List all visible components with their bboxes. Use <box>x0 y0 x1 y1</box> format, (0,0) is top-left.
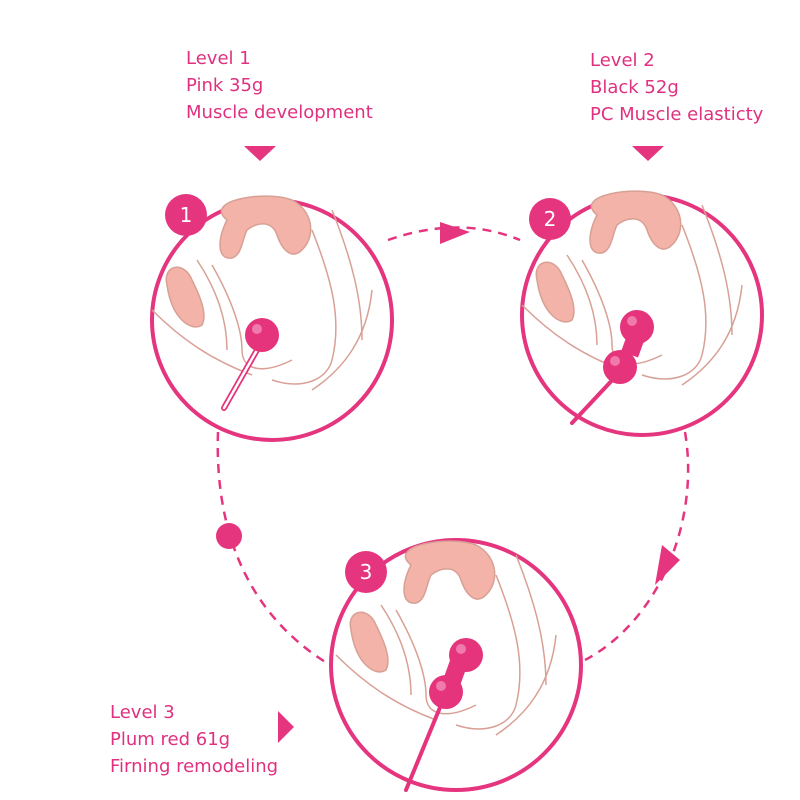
ball-string <box>570 373 619 425</box>
level-2-weight: Black 52g <box>590 77 679 98</box>
level-3-purpose: Firning remodeling <box>110 756 279 777</box>
level-3-illustration: 3 <box>329 538 583 792</box>
level-3-weight: Plum red 61g <box>110 729 231 750</box>
level-1-weight: Pink 35g <box>186 75 264 96</box>
connector-2-to-3 <box>584 431 690 662</box>
level-1-number: 1 <box>180 203 193 227</box>
level-2-pointer-icon <box>632 146 664 161</box>
level-2-number: 2 <box>544 207 557 231</box>
kegel-ball <box>245 318 279 352</box>
cycle-dot-icon <box>216 523 242 549</box>
level-1-illustration: 1 <box>150 194 394 442</box>
ball-string <box>404 703 443 792</box>
level-3-title: Level 3 <box>110 702 175 723</box>
level-2-label: Level 2 Black 52g PC Muscle elasticty <box>590 47 763 128</box>
level-2-illustration: 2 <box>520 190 764 437</box>
level-3-pointer-icon <box>278 711 294 743</box>
level-1-purpose: Muscle development <box>186 102 373 123</box>
level-1-pointer-icon <box>244 146 276 161</box>
level-1-title: Level 1 <box>186 48 251 69</box>
connector-1-to-3 <box>216 431 331 667</box>
level-2-purpose: PC Muscle elasticty <box>590 104 764 125</box>
kegel-ball-lower <box>429 675 463 709</box>
level-1-label: Level 1 Pink 35g Muscle development <box>186 45 373 126</box>
level-3-number: 3 <box>360 560 373 584</box>
level-2-title: Level 2 <box>590 50 655 71</box>
level-3-label: Level 3 Plum red 61g Firning remodeling <box>110 699 278 780</box>
arrow-right-icon <box>440 222 470 244</box>
kegel-ball-lower <box>603 350 637 384</box>
connector-1-to-2 <box>387 226 521 242</box>
arrow-down-left-icon <box>655 545 680 585</box>
